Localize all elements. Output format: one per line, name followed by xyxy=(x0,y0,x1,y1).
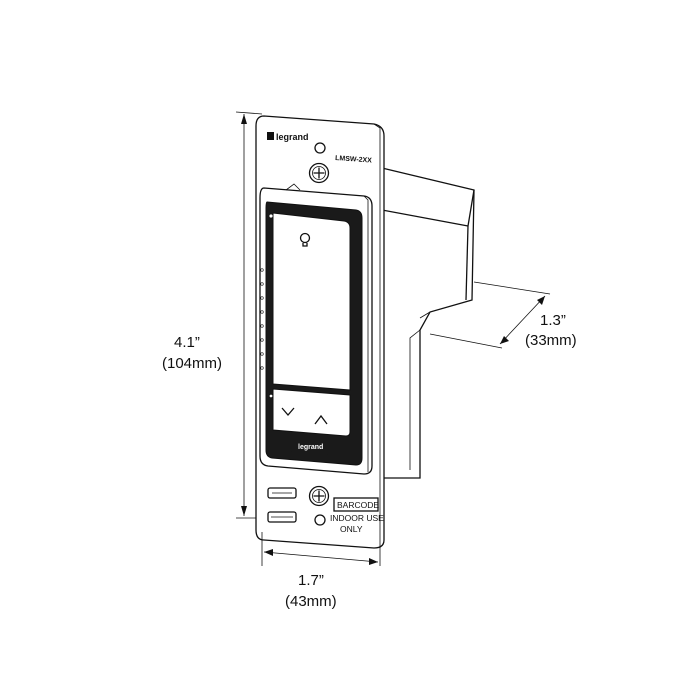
depth-mm: (33mm) xyxy=(525,332,577,349)
depth-dimension: 1.3” (33mm) xyxy=(429,281,577,349)
chevron-down-icon xyxy=(281,407,295,416)
width-dimension: 1.7” (43mm) xyxy=(261,532,381,610)
status-led-icon xyxy=(268,213,274,219)
chevron-up-icon xyxy=(314,414,328,425)
height-mm: (104mm) xyxy=(162,355,222,372)
strap-hole-icon xyxy=(314,142,326,154)
bottom-screw-icon xyxy=(308,485,330,507)
led-dot-icon xyxy=(260,324,264,328)
paddle[interactable] xyxy=(265,201,363,466)
logo-mark-icon xyxy=(267,132,274,140)
lower-led-icon xyxy=(268,393,274,399)
width-mm: (43mm) xyxy=(285,593,337,610)
barcode-box xyxy=(333,497,379,512)
dim-up-button[interactable] xyxy=(314,414,328,425)
model-label: LMSW-2XX xyxy=(335,155,373,165)
barcode-label: BARCODE xyxy=(337,500,379,510)
top-screw-icon xyxy=(308,162,330,184)
dim-down-button[interactable] xyxy=(281,407,295,416)
lightbulb-icon xyxy=(299,232,311,247)
led-dot-icon xyxy=(260,352,264,356)
top-branding: legrand LMSW-2XX xyxy=(267,132,372,165)
brand-logo: legrand xyxy=(276,132,309,142)
indoor-use-label: INDOOR USE xyxy=(330,513,384,523)
led-dot-icon xyxy=(260,268,264,272)
led-dot-icon xyxy=(260,296,264,300)
height-dimension: 4.1” (104mm) xyxy=(162,111,263,519)
bottom-tags xyxy=(267,487,297,523)
width-inches: 1.7” xyxy=(298,572,324,589)
led-dot-icon xyxy=(260,338,264,342)
back-box xyxy=(376,167,475,479)
led-dot-icon xyxy=(260,310,264,314)
paddle-brand-logo: legrand xyxy=(298,444,323,451)
label-block: BARCODE INDOOR USE ONLY xyxy=(330,497,384,534)
led-dot-icon xyxy=(260,282,264,286)
led-dot-icon xyxy=(260,366,264,370)
only-label: ONLY xyxy=(340,524,363,534)
led-indicator-column xyxy=(260,268,264,370)
depth-inches: 1.3” xyxy=(540,312,566,329)
height-inches: 4.1” xyxy=(174,334,200,351)
bottom-strap-hole-icon xyxy=(314,514,326,526)
